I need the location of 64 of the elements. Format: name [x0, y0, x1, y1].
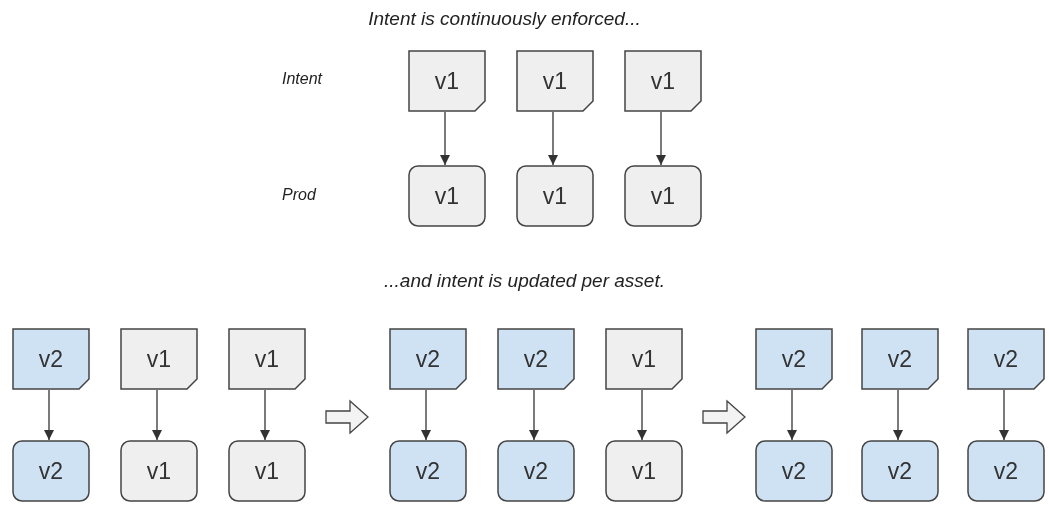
arrow: [547, 111, 559, 166]
rounded-box: [12, 440, 90, 502]
version-label: v1: [434, 69, 460, 93]
arrow: [528, 389, 540, 441]
arrow: [420, 389, 432, 441]
rounded-box: [389, 440, 467, 502]
rounded-box: [120, 440, 198, 502]
document-card: [967, 328, 1045, 390]
document-card: [516, 50, 594, 112]
document-card: [228, 328, 306, 390]
version-label: v1: [146, 347, 172, 371]
version-label: v2: [781, 459, 807, 483]
version-label: v2: [38, 459, 64, 483]
arrow: [439, 111, 451, 166]
diagram-title: Intent is continuously enforced...: [367, 8, 642, 30]
arrow: [998, 389, 1010, 441]
rounded-box: [861, 440, 939, 502]
version-label: v2: [38, 347, 64, 371]
rounded-box: [516, 165, 594, 227]
document-card: [120, 328, 198, 390]
version-label: v2: [523, 459, 549, 483]
document-card: [12, 328, 90, 390]
version-label: v1: [254, 459, 280, 483]
version-label: v1: [542, 184, 568, 208]
rounded-box: [624, 165, 702, 227]
version-label: v1: [631, 459, 657, 483]
rounded-box: [605, 440, 683, 502]
document-card: [624, 50, 702, 112]
document-card: [497, 328, 575, 390]
document-card: [389, 328, 467, 390]
arrow: [259, 389, 271, 441]
version-label: v1: [631, 347, 657, 371]
row-label: Intent: [282, 70, 323, 88]
version-label: v2: [415, 347, 441, 371]
rounded-box: [408, 165, 486, 227]
version-label: v2: [887, 459, 913, 483]
version-label: v2: [887, 347, 913, 371]
rounded-box: [497, 440, 575, 502]
document-card: [408, 50, 486, 112]
row-label: Prod: [282, 186, 316, 204]
rounded-box: [755, 440, 833, 502]
document-card: [605, 328, 683, 390]
arrow: [655, 111, 667, 166]
version-label: v2: [993, 459, 1019, 483]
version-label: v1: [146, 459, 172, 483]
document-card: [861, 328, 939, 390]
section-heading: ...and intent is updated per asset.: [383, 270, 666, 292]
version-label: v2: [993, 347, 1019, 371]
version-label: v2: [781, 347, 807, 371]
version-label: v1: [254, 347, 280, 371]
arrow: [43, 389, 55, 441]
arrow: [786, 389, 798, 441]
rounded-box: [228, 440, 306, 502]
document-card: [755, 328, 833, 390]
arrow: [636, 389, 648, 441]
arrow: [892, 389, 904, 441]
arrow: [151, 389, 163, 441]
version-label: v2: [523, 347, 549, 371]
version-label: v1: [434, 184, 460, 208]
rounded-box: [967, 440, 1045, 502]
version-label: v1: [650, 69, 676, 93]
version-label: v2: [415, 459, 441, 483]
version-label: v1: [650, 184, 676, 208]
version-label: v1: [542, 69, 568, 93]
